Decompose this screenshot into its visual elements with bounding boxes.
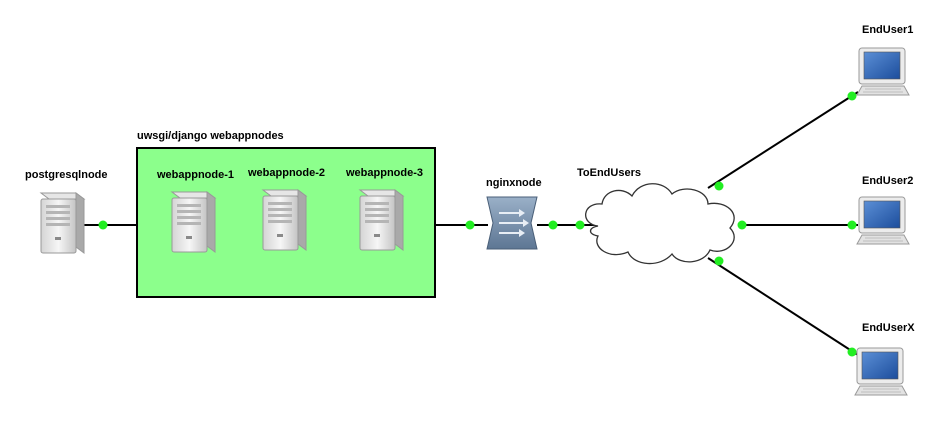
enduserx-computer-icon[interactable] — [854, 347, 908, 396]
link-endpoint-dot — [575, 220, 585, 230]
enduser2-computer-icon[interactable] — [856, 196, 910, 245]
toendusers-label: ToEndUsers — [577, 167, 641, 179]
link-endpoint-dot — [847, 91, 857, 101]
link-endpoint-dot — [714, 181, 724, 191]
link-endpoint-dot — [714, 256, 724, 266]
link-endpoint-dot — [465, 220, 475, 230]
link-endpoint-dot — [737, 220, 747, 230]
nginxnode-label: nginxnode — [486, 177, 542, 189]
webappnode-2-server-icon[interactable] — [262, 189, 307, 251]
link-endpoint-dot — [847, 347, 857, 357]
internet-cloud-icon[interactable] — [585, 183, 735, 265]
enduser1-label: EndUser1 — [862, 24, 914, 36]
webapp-group-label: uwsgi/django webappnodes — [137, 130, 284, 142]
webappnode-3-server-icon[interactable] — [359, 189, 404, 251]
link-endpoint-dots — [98, 91, 857, 357]
webappnode-2-label: webappnode-2 — [248, 167, 326, 179]
postgresql-server-icon[interactable] — [40, 192, 85, 254]
enduser1-computer-icon[interactable] — [856, 47, 910, 96]
link-endpoint-dot — [98, 220, 108, 230]
webappnode-3-label: webappnode-3 — [346, 167, 424, 179]
link-endpoint-dot — [847, 220, 857, 230]
enduser2-label: EndUser2 — [862, 175, 914, 187]
webappnode-1-label: webappnode-1 — [157, 169, 235, 181]
link-endpoint-dot — [548, 220, 558, 230]
connection-lines — [84, 91, 859, 356]
enduserx-label: EndUserX — [862, 322, 915, 334]
postgresqlnode-label: postgresqlnode — [25, 169, 108, 181]
nginx-switch-icon[interactable] — [486, 196, 538, 250]
webappnode-1-server-icon[interactable] — [171, 191, 216, 253]
